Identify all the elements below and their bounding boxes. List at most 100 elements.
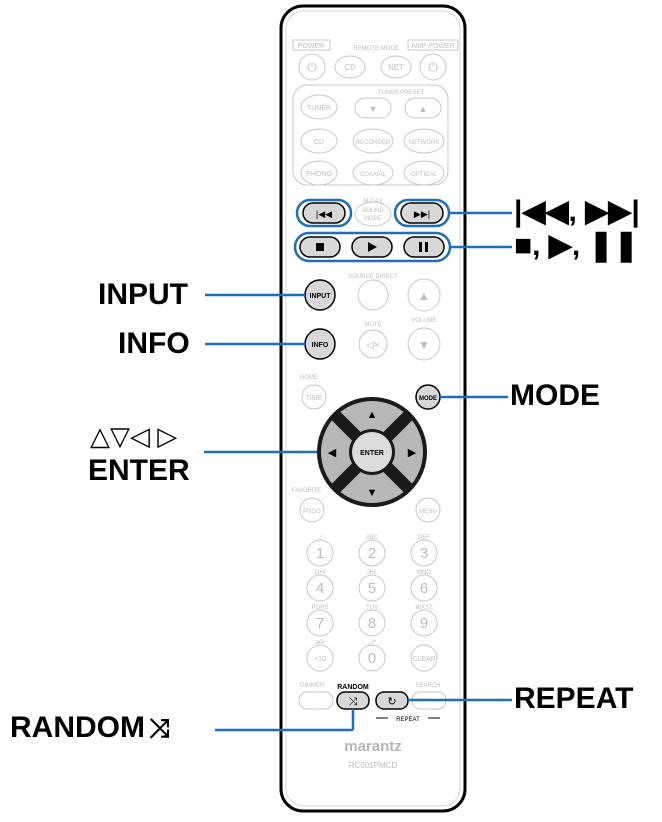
home-label: HOME bbox=[300, 375, 318, 381]
recorder-button[interactable] bbox=[352, 128, 394, 154]
mode-callout: MODE bbox=[510, 379, 600, 412]
skip-forward-button[interactable] bbox=[400, 202, 444, 224]
pause-button[interactable] bbox=[403, 236, 445, 258]
keypad-button[interactable] bbox=[410, 609, 438, 637]
model-name: RC001PMCD bbox=[349, 761, 398, 770]
tuner-preset-up-button[interactable] bbox=[404, 97, 442, 119]
mute-button[interactable] bbox=[358, 329, 388, 359]
sound-label: SOUND bbox=[362, 208, 384, 214]
random-callout-text: RANDOM bbox=[10, 711, 145, 744]
repeat-caption-bg bbox=[388, 713, 428, 722]
prog-label: PROG bbox=[303, 509, 321, 515]
power-icon: ⏻ bbox=[307, 60, 317, 74]
skip-callout: |◀◀, ▶▶| bbox=[514, 195, 640, 228]
cd-source-button[interactable] bbox=[300, 128, 338, 154]
favorite-label: FAVORITE bbox=[292, 488, 321, 494]
power-label-box bbox=[292, 39, 331, 51]
info-button-label: INFO bbox=[312, 342, 329, 349]
amp-power-button[interactable] bbox=[419, 53, 447, 81]
repeat-icon: ↻ bbox=[387, 696, 396, 708]
enter-callout: ENTER bbox=[88, 454, 190, 487]
coaxial-label: COAXIAL bbox=[360, 172, 387, 178]
mode-sub-label: MODE bbox=[364, 216, 382, 222]
numeric-keypad: ./1ABC2DEF3GHI4JKL5MNO6PQRS7TUV8WXYZ9a/A… bbox=[306, 535, 438, 672]
keypad-button[interactable] bbox=[306, 609, 334, 637]
time-mode-block: HOME TIME MODE bbox=[300, 375, 441, 410]
cursor-callout: △▽◁ ▷ bbox=[90, 421, 178, 451]
repeat-caption: REPEAT bbox=[396, 717, 420, 723]
keypad-button[interactable] bbox=[306, 539, 334, 567]
bottom-row: DIMMER RANDOM ⤨ ↻ SEARCH REPEAT bbox=[298, 683, 447, 723]
keypad-button[interactable] bbox=[358, 574, 386, 602]
skip-back-button[interactable] bbox=[302, 202, 346, 224]
power-label: POWER bbox=[298, 43, 324, 50]
keypad-button[interactable] bbox=[358, 609, 386, 637]
random-button-label: RANDOM bbox=[337, 684, 369, 691]
transport-row bbox=[293, 231, 452, 263]
pause-icon-right bbox=[425, 242, 428, 252]
power-button[interactable] bbox=[298, 53, 326, 81]
remote-mode-cd-button[interactable] bbox=[334, 55, 366, 79]
keypad-sub-label: JKL bbox=[367, 570, 378, 576]
cursor-left-icon[interactable]: ◀ bbox=[328, 447, 337, 459]
skip-back-highlight bbox=[295, 198, 353, 228]
keypad-button-label: 3 bbox=[420, 545, 428, 562]
keypad-button[interactable] bbox=[410, 644, 438, 672]
search-label: SEARCH bbox=[415, 683, 440, 689]
source-selector: TUNER PRESET TUNER ▼ ▲ CD RECORDER NETWO… bbox=[292, 84, 449, 186]
tuner-button[interactable] bbox=[300, 94, 338, 120]
network-button[interactable] bbox=[403, 128, 445, 154]
keypad-button[interactable] bbox=[410, 539, 438, 567]
time-label: TIME bbox=[306, 395, 323, 402]
dimmer-button[interactable] bbox=[298, 691, 334, 710]
keypad-button[interactable] bbox=[306, 574, 334, 602]
remote-inner-outline bbox=[285, 10, 461, 807]
optical-button[interactable] bbox=[403, 160, 445, 186]
shuffle-icon: ⤨ bbox=[349, 696, 358, 708]
dimmer-label: DIMMER bbox=[300, 683, 325, 689]
cursor-down-icon[interactable]: ▼ bbox=[367, 487, 378, 499]
enter-button[interactable] bbox=[352, 432, 392, 472]
menu-button[interactable] bbox=[415, 497, 441, 523]
cursor-right-icon[interactable]: ▶ bbox=[408, 447, 417, 459]
coaxial-button[interactable] bbox=[352, 160, 394, 186]
keypad-button-label: 7 bbox=[316, 615, 324, 632]
tuner-preset-down-button[interactable] bbox=[354, 97, 392, 119]
cursor-up-icon[interactable]: ▲ bbox=[367, 409, 378, 421]
source-direct-button[interactable] bbox=[357, 279, 389, 311]
keypad-button[interactable] bbox=[358, 539, 386, 567]
input-callout: INPUT bbox=[98, 278, 188, 311]
volume-up-button[interactable] bbox=[407, 278, 441, 312]
keypad-button[interactable] bbox=[306, 644, 334, 672]
keypad-button-label: 6 bbox=[420, 580, 428, 597]
volume-down-icon: ▼ bbox=[418, 338, 430, 352]
mode-button-label: MODE bbox=[419, 396, 437, 402]
prog-button[interactable] bbox=[299, 497, 325, 523]
stop-icon bbox=[316, 243, 324, 251]
time-button[interactable] bbox=[301, 384, 327, 410]
power-row: POWER REMOTE MODE AMP POWER ⏻ CD NET ⏻ bbox=[292, 39, 459, 81]
keypad-sub-label: a/A bbox=[315, 640, 324, 646]
random-callout: RANDOM⤨ bbox=[10, 713, 170, 743]
volume-label: VOLUME bbox=[411, 318, 436, 324]
amp-power-icon: ⏻ bbox=[428, 60, 438, 74]
input-volume-block: SOURCE DIRECT INPUT ▲ VOLUME MUTE INFO ◁… bbox=[304, 274, 441, 361]
skip-back-icon: |◀◀ bbox=[316, 209, 332, 219]
keypad-button-label: +10 bbox=[314, 656, 326, 663]
keypad-sub-label: WXYZ bbox=[415, 605, 433, 611]
keypad-button-label: 5 bbox=[368, 580, 376, 597]
sound-mode-button[interactable] bbox=[354, 201, 392, 227]
triangle-down-icon: ▼ bbox=[369, 104, 378, 114]
keypad-sub-label: MNO bbox=[417, 570, 431, 576]
keypad-button[interactable] bbox=[358, 644, 386, 672]
remote-mode-net-button[interactable] bbox=[380, 55, 412, 79]
volume-down-button[interactable] bbox=[407, 327, 441, 361]
keypad-button-label: 0 bbox=[368, 650, 376, 667]
keypad-sub-label: TUV bbox=[366, 605, 378, 611]
phono-button[interactable] bbox=[300, 160, 338, 186]
keypad-sub-label: ./ bbox=[318, 535, 322, 541]
transport-callout: ■, ▶, ❚❚ bbox=[514, 229, 639, 262]
keypad-button[interactable] bbox=[410, 574, 438, 602]
triangle-up-icon: ▲ bbox=[419, 104, 428, 114]
